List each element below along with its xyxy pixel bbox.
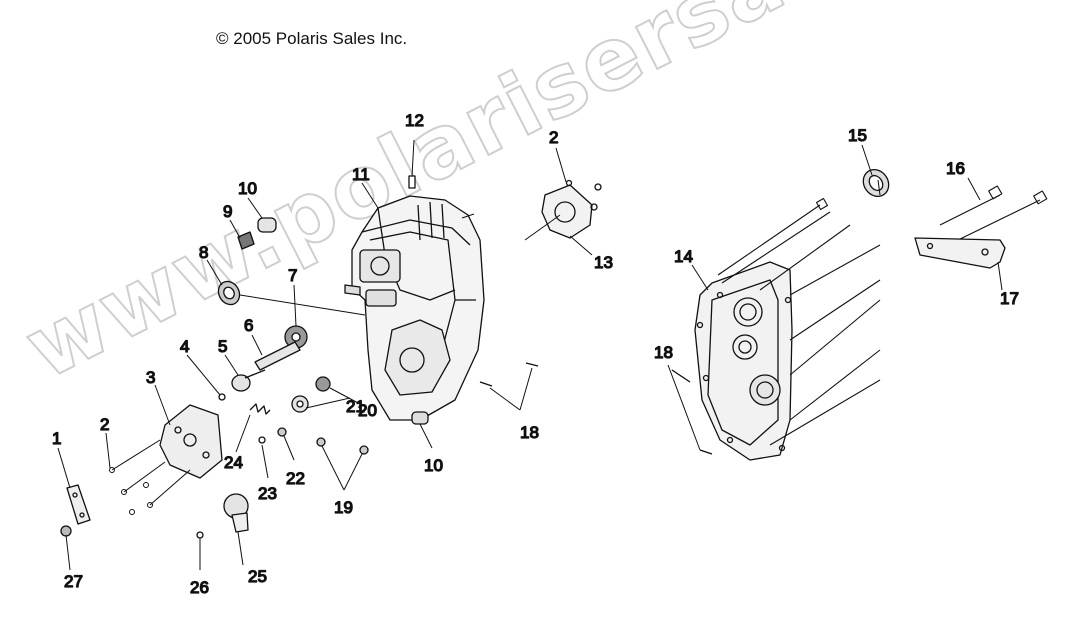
bracket-1 <box>66 484 91 525</box>
bracket <box>914 237 1006 269</box>
nuts-19 <box>316 437 369 455</box>
sensor-25 <box>223 493 249 533</box>
callout-10: 10 <box>238 179 257 198</box>
copyright-text: © 2005 Polaris Sales Inc. <box>216 29 408 48</box>
callout-14: 14 <box>674 247 693 266</box>
callout-10: 10 <box>424 456 443 475</box>
gear-20 <box>315 376 331 392</box>
spring-pin <box>237 231 255 250</box>
callout-15: 15 <box>848 126 867 145</box>
seal-8 <box>217 280 241 306</box>
gear-7 <box>284 325 308 349</box>
callout-1: 1 <box>52 429 61 448</box>
callout-23: 23 <box>258 484 277 503</box>
callout-2: 2 <box>549 128 558 147</box>
callout-25: 25 <box>248 567 267 586</box>
callout-20: 20 <box>358 401 377 420</box>
callout-17: 17 <box>1000 289 1019 308</box>
callout-9: 9 <box>223 202 232 221</box>
nut-27 <box>60 525 72 537</box>
cover-screws <box>109 439 191 515</box>
callout-numbers: 1 27 2 3 4 5 6 7 8 9 10 11 12 2 13 24 23… <box>51 110 1019 597</box>
dowel-pins-18 <box>479 362 713 455</box>
screw-26 <box>196 531 204 539</box>
callout-13: 13 <box>594 253 613 272</box>
callout-11: 11 <box>352 165 370 184</box>
callout-18: 18 <box>654 343 673 362</box>
part-22 <box>277 427 287 437</box>
cap-10-lower <box>411 411 429 425</box>
callout-16: 16 <box>946 159 965 178</box>
shift-part-5 <box>231 369 266 392</box>
callout-7: 7 <box>288 266 297 285</box>
cap-top <box>257 217 277 233</box>
callout-2: 2 <box>100 415 109 434</box>
callout-4: 4 <box>180 337 189 356</box>
callout-22: 22 <box>286 469 305 488</box>
callout-3: 3 <box>146 368 155 387</box>
ball-4 <box>218 393 226 401</box>
cover-plate <box>541 179 602 239</box>
shaft-6 <box>254 341 301 371</box>
leader-lines <box>57 139 1003 571</box>
callout-26: 26 <box>190 578 209 597</box>
callout-27: 27 <box>64 572 83 591</box>
washer-21 <box>291 395 309 413</box>
callout-5: 5 <box>218 337 227 356</box>
cover-bolts <box>717 185 1048 446</box>
callout-18: 18 <box>520 423 539 442</box>
callout-12: 12 <box>405 111 424 130</box>
callout-8: 8 <box>199 243 208 262</box>
callout-21: 21 <box>346 397 365 416</box>
right-cover <box>694 261 793 461</box>
alignment-lines <box>239 179 881 316</box>
callout-24: 24 <box>224 453 243 472</box>
transmission-housing <box>344 195 485 421</box>
callout-19: 19 <box>334 498 353 517</box>
seal <box>862 168 890 198</box>
housing-cover-3 <box>159 404 223 479</box>
pin-12 <box>408 175 416 189</box>
callout-6: 6 <box>244 316 253 335</box>
washer-23 <box>258 436 266 444</box>
spring-24 <box>249 403 271 415</box>
